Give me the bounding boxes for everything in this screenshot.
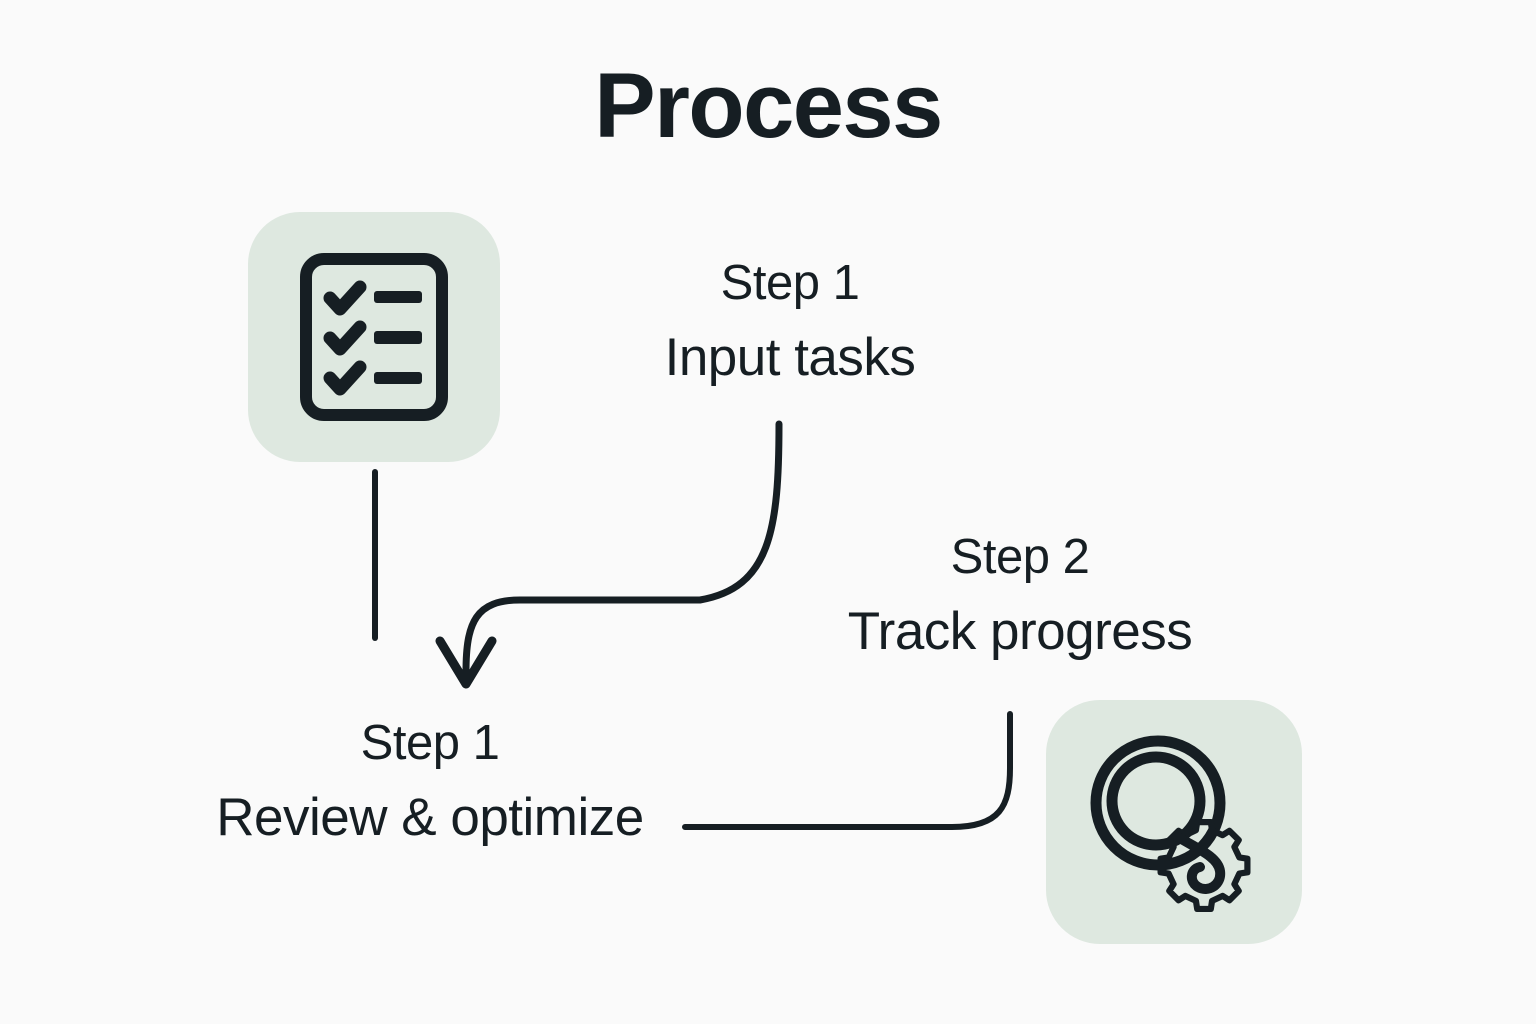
step-label-3: Step 1 Review & optimize	[175, 712, 685, 853]
connector-line-review-to-track	[682, 711, 1013, 830]
step-label-2: Step 2 Track progress	[790, 526, 1250, 667]
arrowhead-down-icon	[435, 636, 497, 689]
step-1-heading: Step 1	[720, 256, 860, 310]
icon-tile-checklist[interactable]	[248, 212, 500, 462]
step-label-1: Step 1 Input tasks	[600, 252, 980, 393]
checklist-icon	[300, 253, 448, 421]
step-2-description: Track progress	[847, 601, 1193, 661]
icon-tile-analysis[interactable]	[1046, 700, 1302, 944]
step-1-description: Input tasks	[664, 327, 916, 387]
step-2-heading: Step 2	[950, 530, 1090, 584]
page-title: Process	[594, 55, 943, 157]
step-3-heading: Step 1	[360, 716, 500, 770]
magnifier-gear-icon	[1090, 735, 1251, 913]
connector-curve-input-to-review	[462, 420, 783, 676]
step-3-description: Review & optimize	[216, 787, 644, 847]
